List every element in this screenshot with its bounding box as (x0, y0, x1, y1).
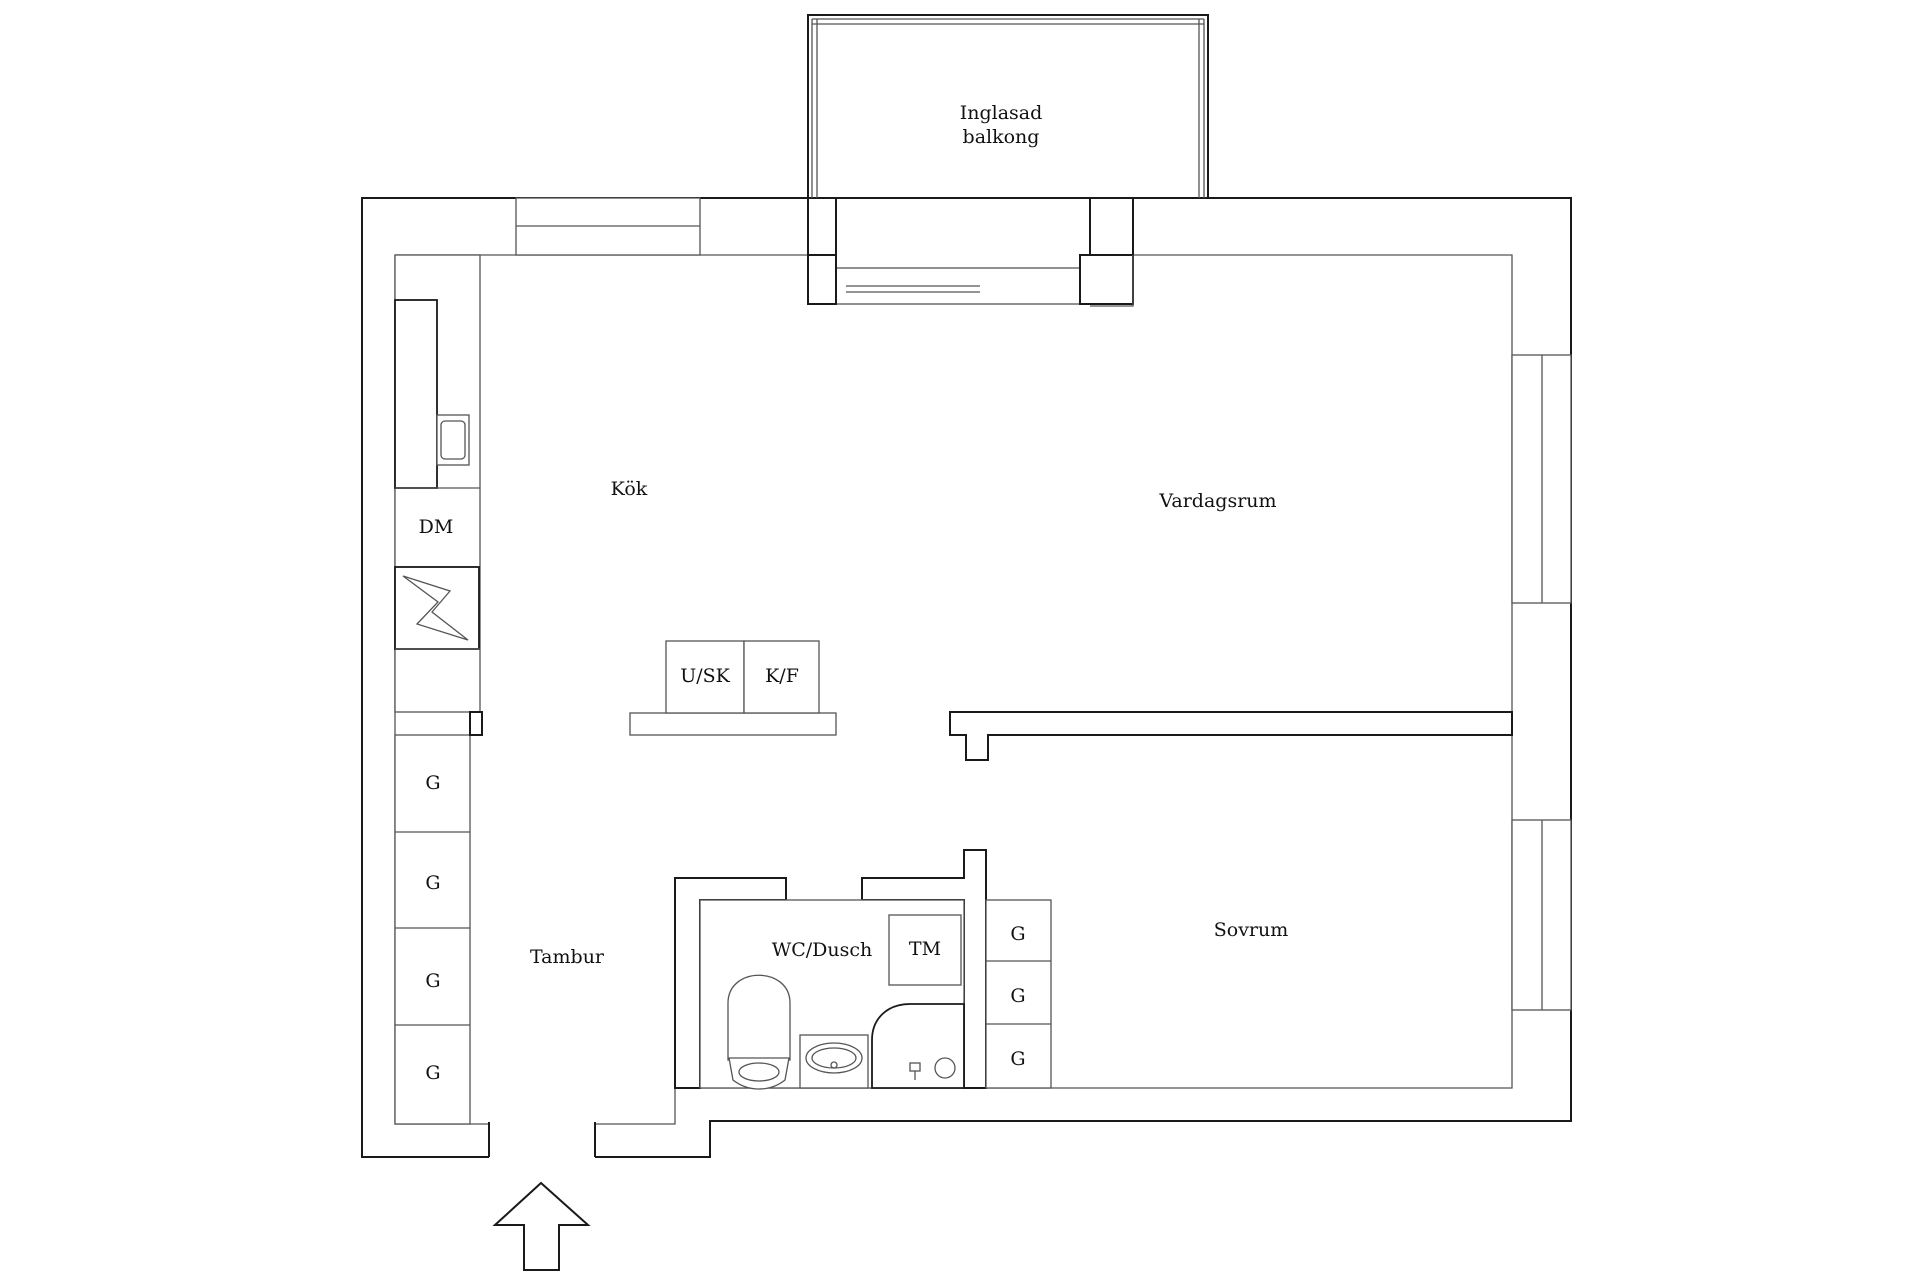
shower-icon (871, 1003, 965, 1089)
hall-label: Tambur (530, 946, 605, 968)
wash-basin-icon (799, 1034, 869, 1089)
living-room-label: Vardagsrum (1158, 490, 1276, 512)
bathroom-label: WC/Dusch (772, 939, 873, 961)
wardrobe-label-1: G (425, 772, 440, 794)
bedroom-wardrobes: G G G (985, 899, 1052, 1089)
balcony: Inglasad balkong (807, 14, 1209, 199)
wardrobe-label-4: G (425, 1062, 440, 1084)
bedroom-wardrobe-label-1: G (1010, 923, 1025, 945)
toilet-icon (727, 974, 791, 1090)
washing-machine-label: TM (909, 938, 941, 960)
wardrobe-label-2: G (425, 872, 440, 894)
bathroom: TM WC/Dusch (699, 899, 965, 1090)
fridge-freezer-label: K/F (765, 665, 799, 687)
kitchen-counter: DM (394, 254, 481, 713)
windows (515, 197, 1572, 1011)
bedroom-wardrobe-label-2: G (1010, 985, 1025, 1007)
entrance (488, 1122, 596, 1271)
washing-machine (888, 914, 962, 986)
wardrobe-label-3: G (425, 970, 440, 992)
dishwasher-label: DM (419, 516, 454, 538)
hall-wardrobes: G G G G (394, 711, 483, 1125)
bedroom-wardrobe-label-3: G (1010, 1048, 1025, 1070)
kitchen-appliances: U/SK K/F (665, 640, 820, 714)
stove-block (394, 299, 438, 489)
entrance-arrow-icon (492, 1181, 591, 1271)
bedroom-label: Sovrum (1214, 919, 1289, 941)
balcony-label-1: Inglasad (960, 102, 1043, 124)
kitchen-label: Kök (611, 478, 648, 500)
oven-label: U/SK (680, 665, 730, 687)
balcony-label-2: balkong (963, 126, 1040, 148)
